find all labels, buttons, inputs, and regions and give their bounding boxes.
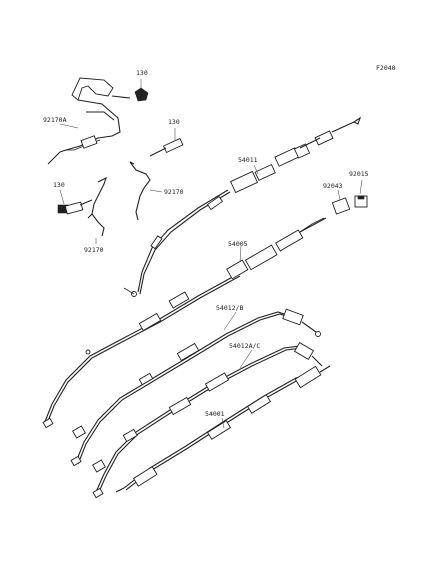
label-92015: 92015 bbox=[349, 170, 369, 178]
bolt-130-middle bbox=[149, 128, 184, 157]
label-54012b: 54012/B bbox=[216, 304, 243, 312]
bolt-130-top bbox=[134, 79, 149, 102]
label-130-left: 130 bbox=[53, 181, 65, 189]
bracket-92170a bbox=[47, 77, 131, 165]
label-92170-left: 92170 bbox=[84, 246, 104, 254]
cable-54012ac bbox=[92, 342, 323, 499]
label-54012ac: 54012A/C bbox=[229, 342, 260, 350]
label-92170a: 92170A bbox=[43, 116, 67, 124]
spring-92170-upper bbox=[129, 161, 163, 221]
label-54011: 54011 bbox=[238, 156, 258, 164]
label-130-top: 130 bbox=[136, 69, 148, 77]
label-54005: 54005 bbox=[228, 240, 248, 248]
label-54001: 54001 bbox=[205, 410, 225, 418]
part-92015 bbox=[354, 179, 368, 208]
spring-92170-left bbox=[87, 176, 107, 244]
cable-54011 bbox=[123, 116, 362, 297]
figure-id: F2040 bbox=[376, 64, 396, 72]
label-92170-upper: 92170 bbox=[164, 188, 184, 196]
bolt-130-left bbox=[57, 189, 93, 215]
part-92043 bbox=[331, 189, 351, 215]
cable-54012b bbox=[70, 308, 321, 467]
label-130-middle: 130 bbox=[168, 118, 180, 126]
label-92043: 92043 bbox=[323, 182, 343, 190]
cable-54005 bbox=[42, 217, 327, 429]
cable-54001 bbox=[115, 365, 331, 493]
